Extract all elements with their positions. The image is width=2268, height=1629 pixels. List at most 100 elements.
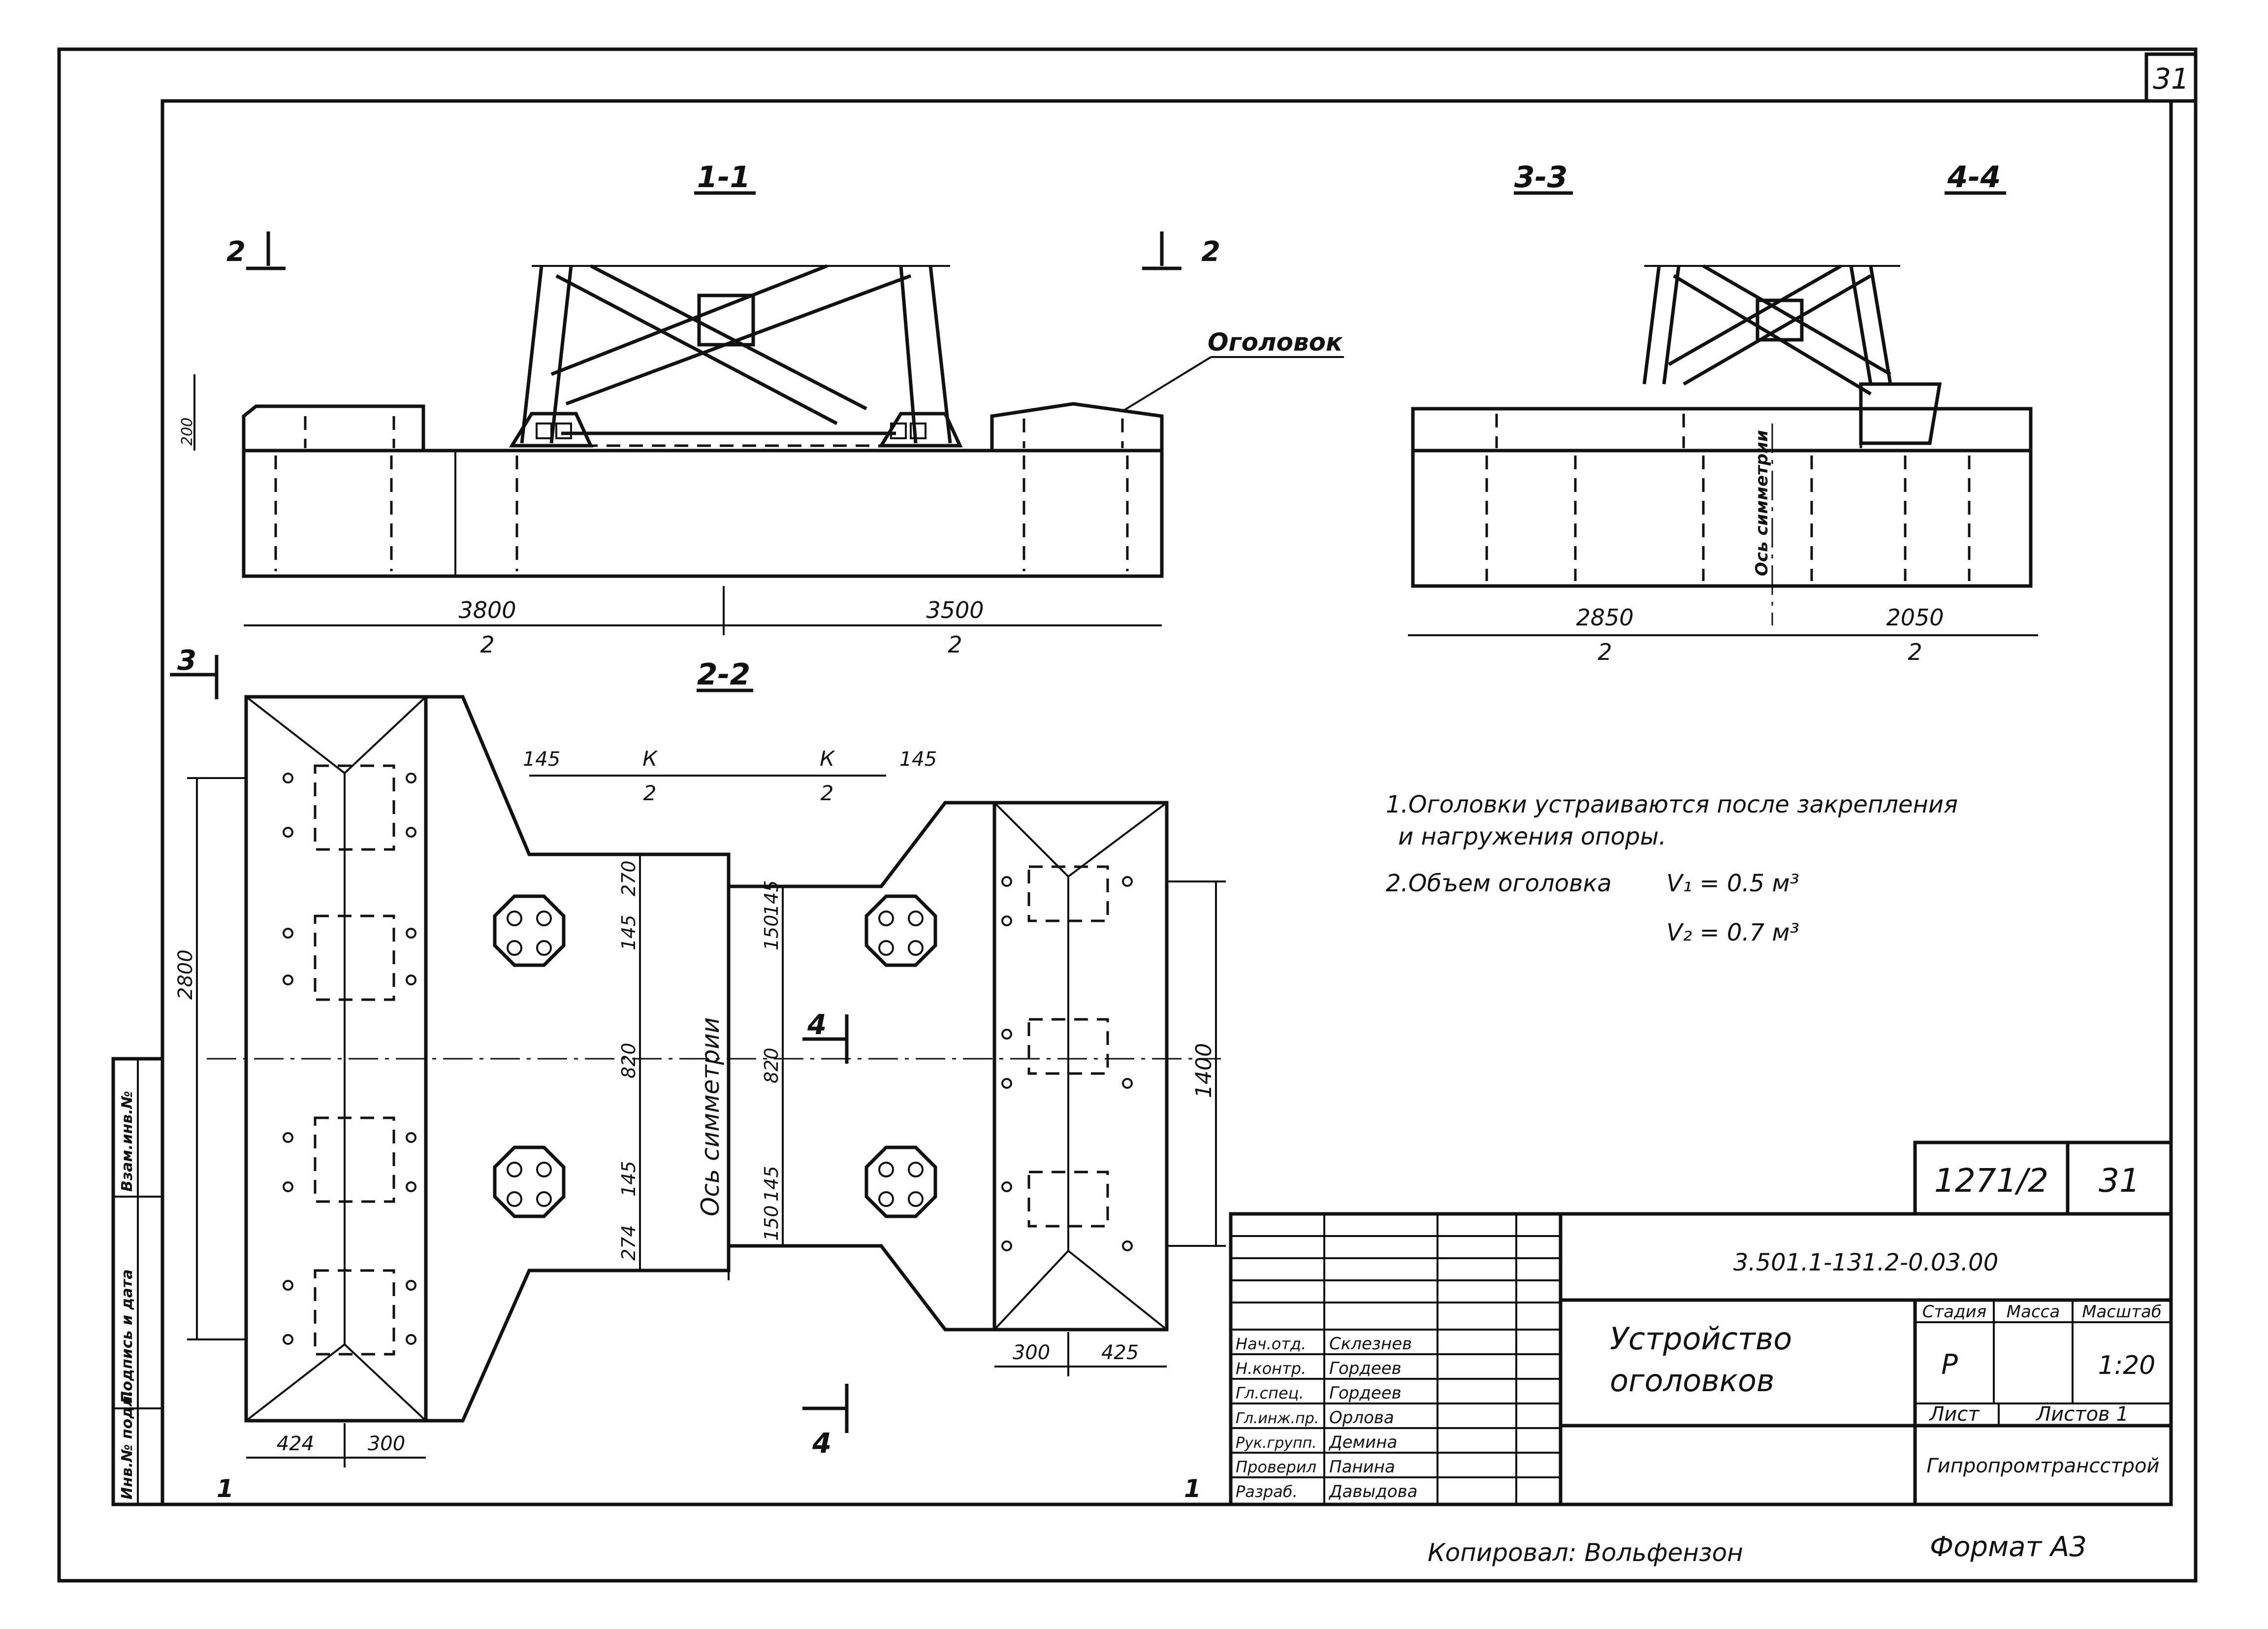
note-2-label: 2.Объем оголовка — [1386, 870, 1612, 897]
dim-300-left: 300 — [368, 1433, 405, 1455]
section-mark-4-bottom: 4 — [812, 1428, 831, 1460]
sheet-label: Лист — [1928, 1403, 1980, 1426]
cap-right — [990, 402, 1164, 451]
dim-1400: 1400 — [1191, 1043, 1216, 1098]
dim-3500-div: 2 — [948, 631, 962, 658]
doc-ref: 1271/2 — [1934, 1162, 2048, 1200]
dim-2050-div: 2 — [1908, 639, 1922, 665]
sheet-number: 31 — [2099, 1162, 2140, 1200]
stage-header: Стадия — [1922, 1302, 1986, 1322]
bolt-group-2 — [493, 1145, 566, 1218]
note-2-v2: V₂ = 0.7 м³ — [1666, 919, 1799, 946]
format-label: Формат А3 — [1930, 1531, 2087, 1563]
dim-145-r1: 145 — [761, 880, 782, 916]
role-0: Нач.отд. — [1236, 1335, 1306, 1353]
title-line1: Устройство — [1610, 1321, 1792, 1357]
note-1-line1: 1.Оголовки устраиваются после закреплени… — [1386, 791, 1958, 818]
cap-left — [242, 404, 425, 451]
symmetry-axis-3-3: Ось симметрии — [1752, 430, 1772, 576]
side-stamp-podpis: Подпись и дата — [119, 1270, 136, 1403]
dim-820-right: 820 — [761, 1047, 782, 1083]
dim-150-r2: 150 — [761, 1205, 782, 1241]
dim-k-right: К — [820, 747, 835, 771]
name-2: Гордеев — [1329, 1383, 1402, 1403]
dim-145-top-left: 145 — [523, 748, 560, 771]
dim-2050: 2050 — [1886, 604, 1944, 631]
note-1-line2: и нагружения опоры. — [1398, 823, 1666, 850]
section-mark-1-left: 1 — [217, 1474, 234, 1503]
bolt-group-4 — [864, 1145, 937, 1218]
dim-2850: 2850 — [1576, 604, 1633, 631]
dim-3800-div: 2 — [480, 631, 494, 658]
outer-border — [57, 47, 2198, 1583]
dim-200: 200 — [179, 418, 196, 446]
dim-424: 424 — [277, 1433, 314, 1455]
role-1: Н.контр. — [1236, 1359, 1306, 1378]
section-3-3-title: 3-3 — [1514, 160, 1567, 195]
page-number-box — [2144, 52, 2198, 103]
note-2-v1: V₁ = 0.5 м³ — [1666, 870, 1799, 897]
section-3-3-view: 3-3 Ось симметрии 2850 2 2050 2 — [1408, 160, 2038, 665]
organization: Гипропромтрансстрой — [1927, 1455, 2160, 1477]
name-6: Давыдова — [1328, 1482, 1417, 1501]
dim-145-l1: 145 — [618, 914, 639, 950]
role-3: Гл.инж.пр. — [1236, 1410, 1319, 1427]
dim-k-left: К — [642, 747, 658, 771]
side-stamp-vzam: Взам.инв.№ — [119, 1091, 136, 1192]
plan-right-cap — [992, 801, 1169, 1332]
name-5: Панина — [1329, 1457, 1395, 1477]
scale-value: 1:20 — [2098, 1351, 2156, 1380]
dim-274: 274 — [618, 1225, 639, 1261]
name-4: Демина — [1328, 1433, 1397, 1452]
dim-300-right: 300 — [1013, 1341, 1050, 1364]
dim-145-top-right: 145 — [899, 748, 937, 771]
name-1: Гордеев — [1329, 1359, 1402, 1378]
name-3: Орлова — [1329, 1408, 1394, 1428]
sheets-label: Листов 1 — [2035, 1403, 2129, 1426]
title-line2: оголовков — [1610, 1363, 1774, 1399]
section-4-4-title: 4-4 — [1947, 160, 2001, 195]
dim-k-left-div: 2 — [643, 781, 657, 805]
dim-3500: 3500 — [926, 597, 984, 623]
bolt-group-3 — [864, 894, 937, 967]
role-2: Гл.спец. — [1236, 1384, 1304, 1402]
section-mark-3: 3 — [177, 645, 196, 677]
role-6: Разраб. — [1236, 1482, 1298, 1501]
name-0: Склезнев — [1329, 1334, 1412, 1354]
title-block: 1271/2 31 3.501.1-131.2-0.03.00 Устройст… — [1229, 1140, 2173, 1506]
dim-820-left: 820 — [618, 1043, 639, 1078]
doc-code: 3.501.1-131.2-0.03.00 — [1733, 1249, 1998, 1276]
role-5: Проверил — [1236, 1458, 1316, 1476]
dim-k-right-div: 2 — [821, 781, 834, 805]
inner-frame — [160, 99, 2173, 1506]
symmetry-axis-plan: Ось симметрии — [696, 1017, 725, 1216]
dim-425: 425 — [1101, 1341, 1139, 1364]
dim-2850-div: 2 — [1597, 639, 1612, 665]
plan-2-2-view: 2-2 3 4 4 1 1 — [170, 645, 1226, 1503]
section-1-1-view: 1-1 2 2 — [179, 160, 1344, 658]
dim-145-r2: 145 — [761, 1166, 782, 1202]
ogolovok-leader-label: Оголовок — [1208, 328, 1343, 357]
dim-270: 270 — [618, 860, 639, 896]
dim-145-l2: 145 — [618, 1161, 639, 1197]
mass-header: Масса — [2007, 1302, 2060, 1322]
plan-2-2-title: 2-2 — [697, 657, 750, 692]
section-mark-4-top: 4 — [807, 1009, 827, 1041]
side-stamp: Взам.инв.№ Подпись и дата Инв.№ подл. — [111, 1057, 164, 1506]
dim-3800: 3800 — [458, 597, 516, 623]
section-mark-1-right: 1 — [1184, 1474, 1201, 1503]
bolt-group-1 — [493, 894, 566, 967]
section-mark-2-right: 2 — [1201, 236, 1220, 268]
side-stamp-inv: Инв.№ подл. — [119, 1390, 136, 1499]
page-number: 31 — [2153, 62, 2189, 96]
role-4: Рук.групп. — [1236, 1434, 1317, 1452]
copied-by: Копировал: Вольфензон — [1428, 1538, 1743, 1567]
scale-header: Масштаб — [2082, 1302, 2162, 1322]
section-1-1-title: 1-1 — [697, 160, 750, 195]
dim-2800: 2800 — [174, 949, 197, 1000]
dim-150-r1: 150 — [761, 914, 782, 950]
notes: 1.Оголовки устраиваются после закреплени… — [1386, 791, 1958, 946]
stage-value: Р — [1941, 1349, 1958, 1381]
